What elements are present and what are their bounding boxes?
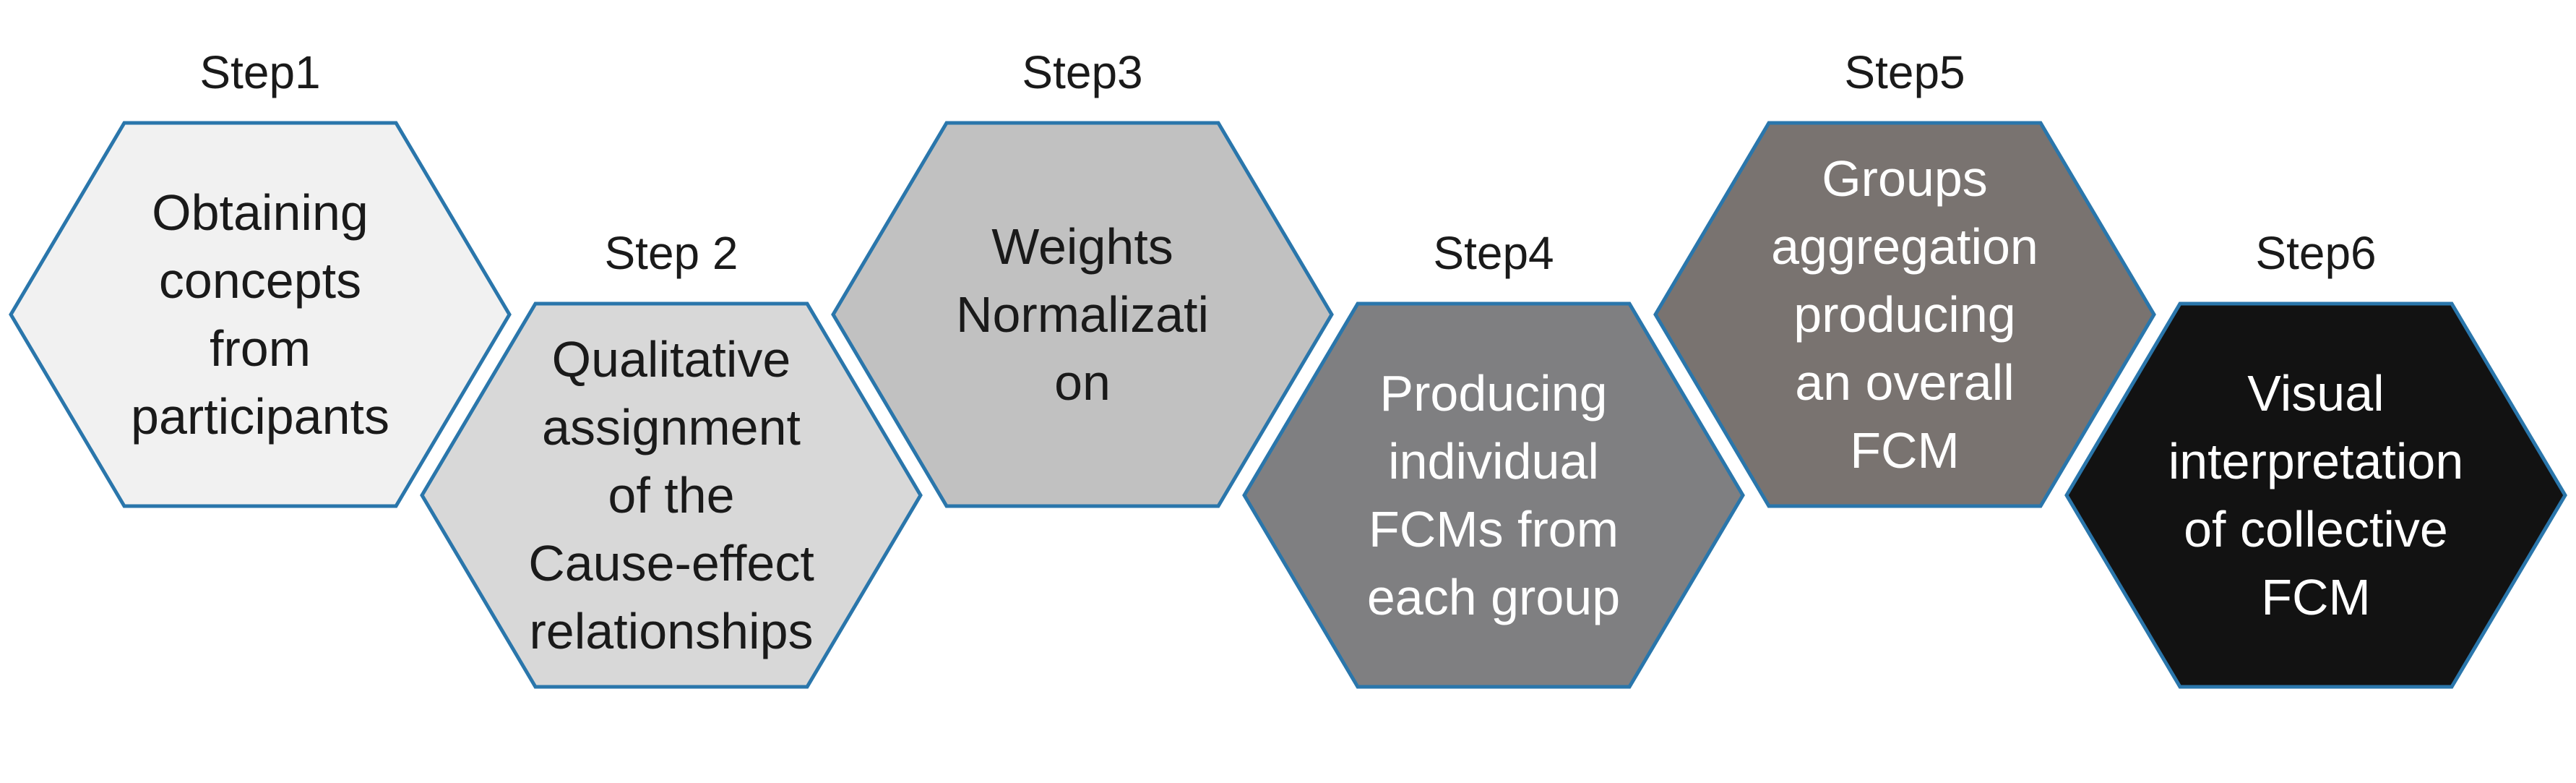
step-label: Step1 [199,46,321,98]
hexagon-shape [1653,121,2156,508]
step-label: Step 2 [604,226,738,279]
hexagon-shape [2064,301,2567,689]
hexagon-polygon [9,121,512,508]
hexagon-shape [9,121,512,508]
hexagon-shape [1242,301,1745,689]
hexagon-polygon [420,301,923,689]
hexagon-polygon [1242,301,1745,689]
hexagon-shape [831,121,1334,508]
hexagon-polygon [1653,121,2156,508]
step-label: Step6 [2255,226,2377,279]
hexagon-polygon [2064,301,2567,689]
hexagon-polygon [831,121,1334,508]
step-label: Step5 [1844,46,1965,98]
step-label: Step4 [1433,226,1554,279]
step-label: Step3 [1022,46,1143,98]
hexagon-shape [420,301,923,689]
